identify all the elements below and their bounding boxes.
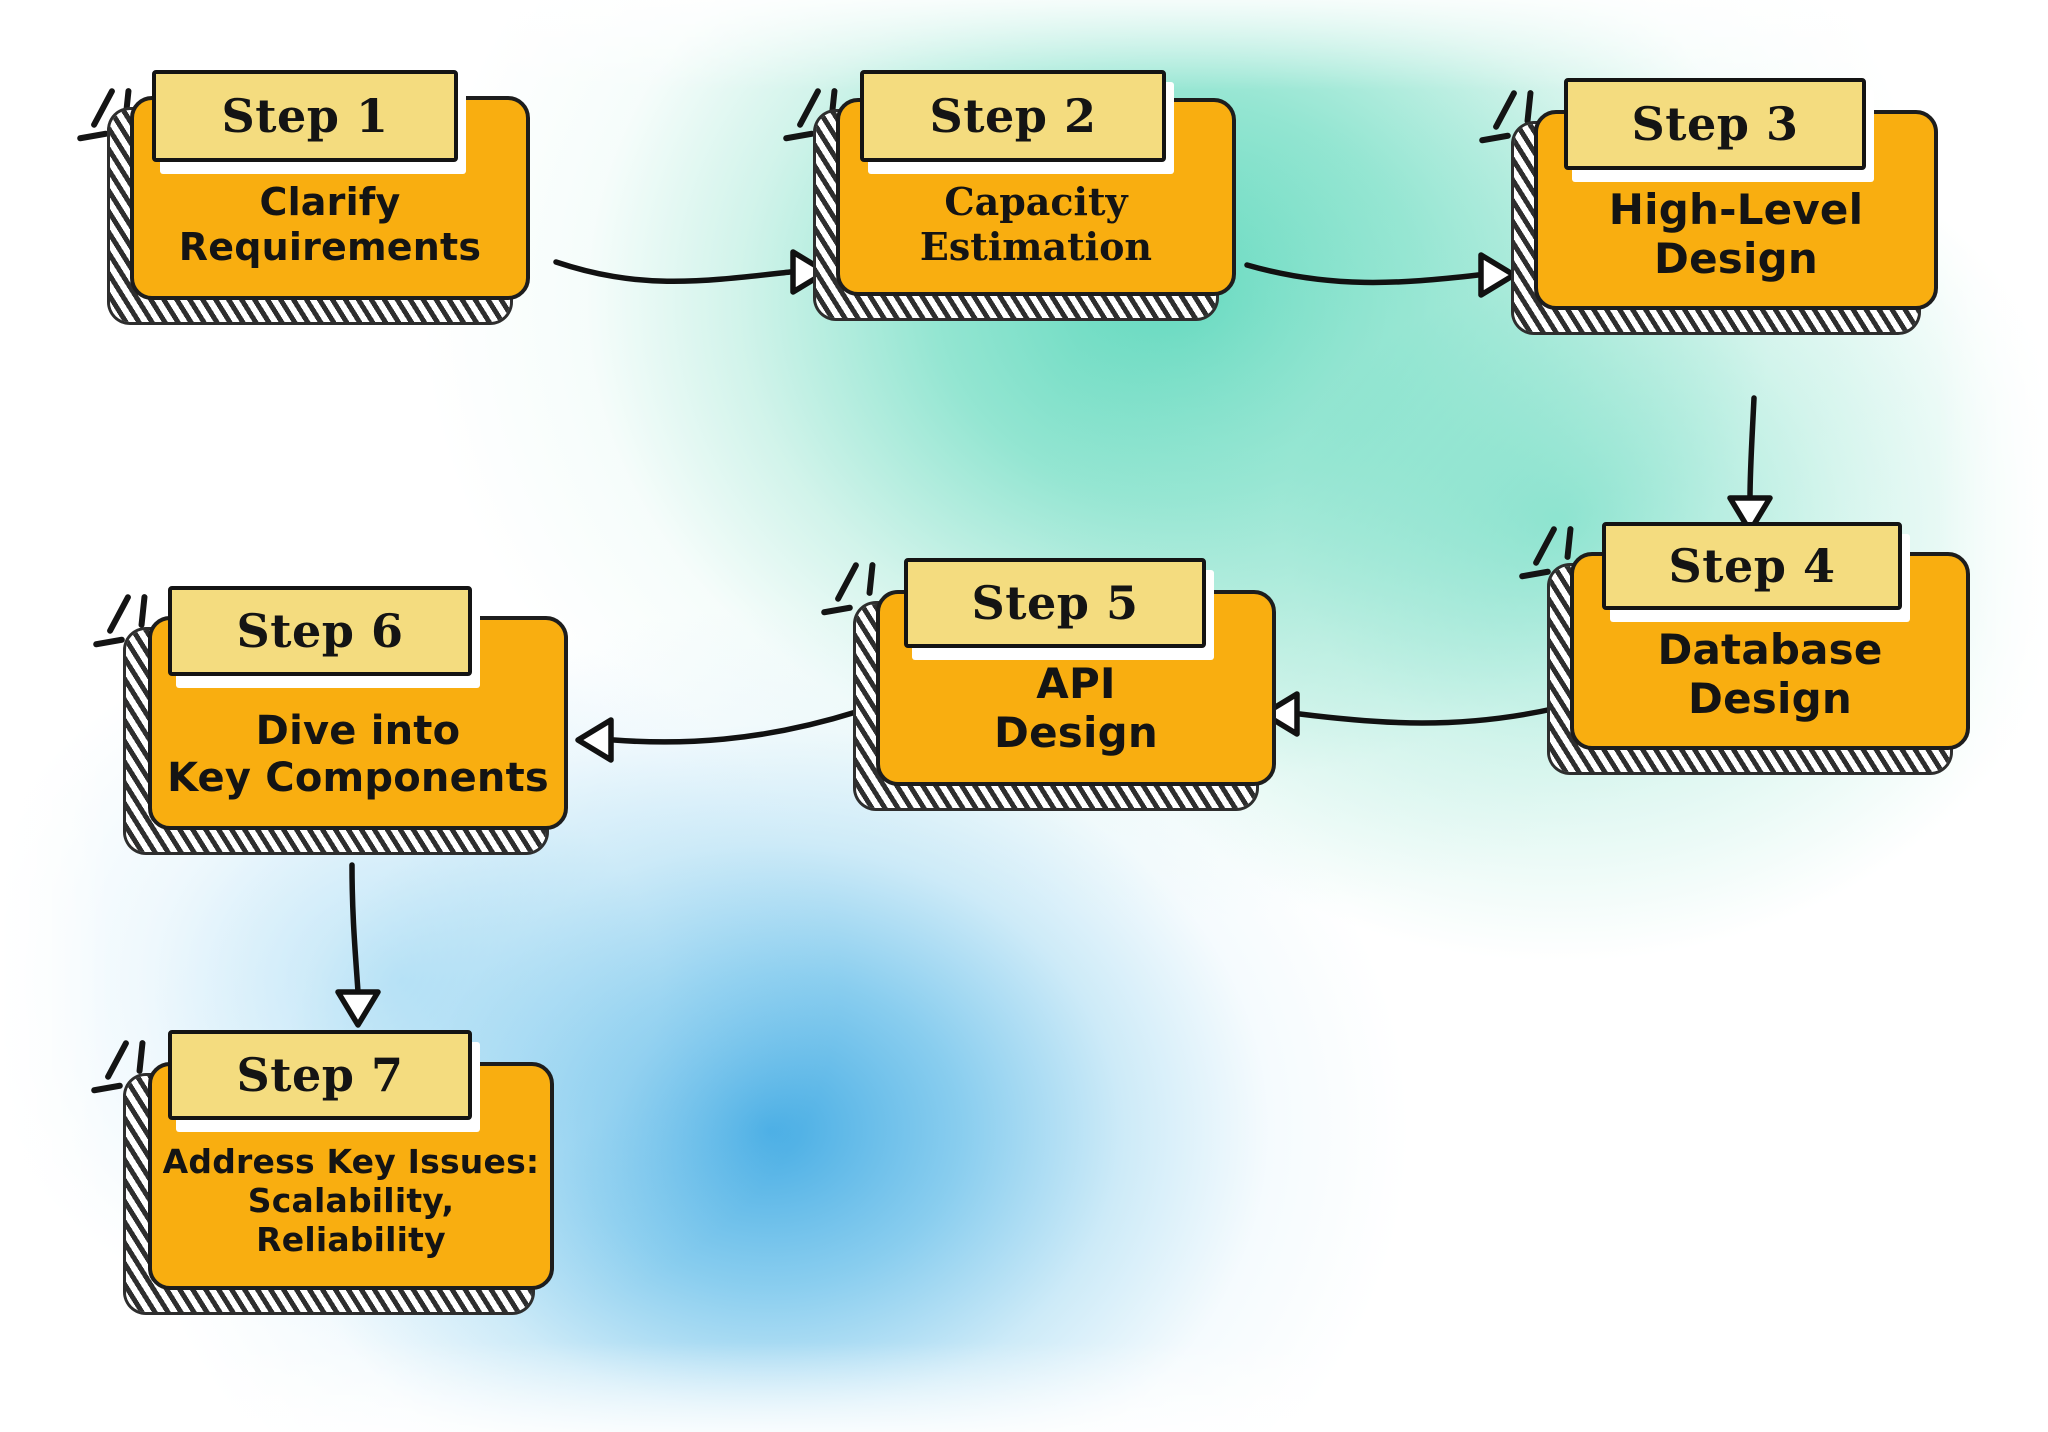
card-line: Capacity bbox=[944, 179, 1128, 225]
card-line: API bbox=[1036, 658, 1116, 708]
card-line: Design bbox=[994, 708, 1158, 758]
edge-step4-step5 bbox=[1261, 691, 1560, 737]
tab-label-step5: Step 5 bbox=[904, 558, 1206, 648]
tab-step1[interactable]: Step 1 bbox=[152, 70, 466, 174]
tab-label-step7: Step 7 bbox=[168, 1030, 472, 1120]
card-line: Requirements bbox=[178, 225, 482, 270]
card-text-step2: Capacity Estimation bbox=[840, 180, 1232, 292]
card-line: Clarify bbox=[259, 180, 401, 225]
tab-step3[interactable]: Step 3 bbox=[1564, 78, 1874, 182]
tab-label-step2: Step 2 bbox=[860, 70, 1166, 162]
card-line: Address Key Issues: bbox=[162, 1142, 540, 1182]
tab-step7[interactable]: Step 7 bbox=[168, 1030, 480, 1132]
card-text-step1: Clarify Requirements bbox=[134, 180, 526, 296]
tab-label-step3: Step 3 bbox=[1564, 78, 1866, 170]
card-line: Scalability, Reliability bbox=[247, 1181, 455, 1260]
tab-step6[interactable]: Step 6 bbox=[168, 586, 480, 688]
edge-step2-step3 bbox=[1244, 252, 1517, 298]
tab-step2[interactable]: Step 2 bbox=[860, 70, 1174, 174]
card-line: Estimation bbox=[919, 224, 1153, 270]
tab-step5[interactable]: Step 5 bbox=[904, 558, 1214, 660]
card-text-step5: API Design bbox=[880, 659, 1272, 782]
card-text-step3: High-Level Design bbox=[1538, 185, 1934, 306]
card-line: Database bbox=[1657, 624, 1883, 674]
card-line: High-Level bbox=[1608, 184, 1864, 234]
card-line: Key Components bbox=[167, 754, 549, 801]
edge-step1-step2 bbox=[553, 249, 829, 295]
card-line: Design bbox=[1688, 674, 1852, 724]
edge-step6-step7 bbox=[335, 862, 381, 1028]
tab-label-step6: Step 6 bbox=[168, 586, 472, 676]
tab-step4[interactable]: Step 4 bbox=[1602, 522, 1910, 622]
edge-step5-step6 bbox=[575, 709, 859, 763]
card-text-step6: Dive into Key Components bbox=[152, 708, 564, 826]
card-text-step4: Database Design bbox=[1574, 625, 1966, 746]
tab-label-step4: Step 4 bbox=[1602, 522, 1902, 610]
card-line: Design bbox=[1654, 234, 1818, 284]
tab-label-step1: Step 1 bbox=[152, 70, 458, 162]
edge-step3-step4 bbox=[1727, 395, 1773, 534]
card-line: Dive into bbox=[255, 707, 461, 754]
card-text-step7: Address Key Issues: Scalability, Reliabi… bbox=[152, 1142, 550, 1286]
